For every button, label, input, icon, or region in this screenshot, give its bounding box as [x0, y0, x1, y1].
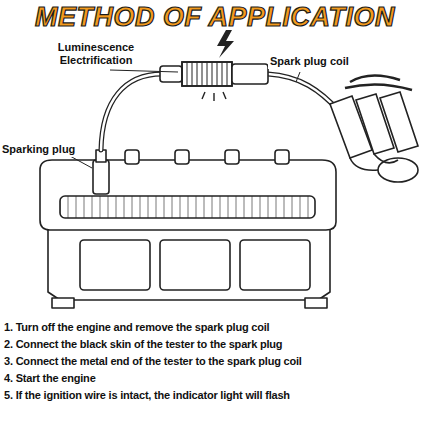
- cover-ribs: [60, 196, 315, 218]
- plug-post: [225, 150, 239, 164]
- engine-foot: [305, 298, 327, 308]
- coil-lead: [345, 75, 412, 90]
- coil-lead: [350, 154, 398, 170]
- leader-line: [110, 70, 178, 72]
- plug-post: [175, 150, 189, 164]
- tester-thread: [182, 62, 232, 86]
- block-panel: [240, 240, 310, 290]
- block-panel: [160, 240, 230, 290]
- coil-boot: [380, 92, 418, 152]
- coil-wire: [268, 74, 340, 112]
- plug-post: [125, 150, 139, 164]
- block-panel: [80, 240, 150, 290]
- instruction-step: 3. Connect the metal end of the tester t…: [4, 354, 426, 368]
- instruction-step: 4. Start the engine: [4, 371, 426, 385]
- tester-body: [232, 64, 268, 84]
- callout-label: Spark plug coil: [268, 54, 351, 69]
- spark-plug: [93, 160, 109, 194]
- page-title: METHOD OF APPLICATION: [0, 2, 430, 33]
- leader-line: [296, 72, 300, 82]
- callout-label: Luminescence Electrification: [44, 40, 148, 68]
- instruction-step: 1. Turn off the engine and remove the sp…: [4, 320, 426, 334]
- valve-cover: [40, 160, 336, 230]
- tester-wire: [101, 74, 162, 150]
- leader-line: [70, 156, 92, 168]
- plug-post: [275, 150, 289, 164]
- engine-block: [48, 228, 330, 300]
- engine-foot: [52, 298, 74, 308]
- instruction-step: 5. If the ignition wire is intact, the i…: [4, 388, 426, 402]
- callout-label: Sparking plug: [0, 142, 77, 157]
- instruction-step: 2. Connect the black skin of the tester …: [4, 337, 426, 351]
- lightning-symbol: [217, 30, 234, 58]
- tester-cap: [160, 66, 182, 82]
